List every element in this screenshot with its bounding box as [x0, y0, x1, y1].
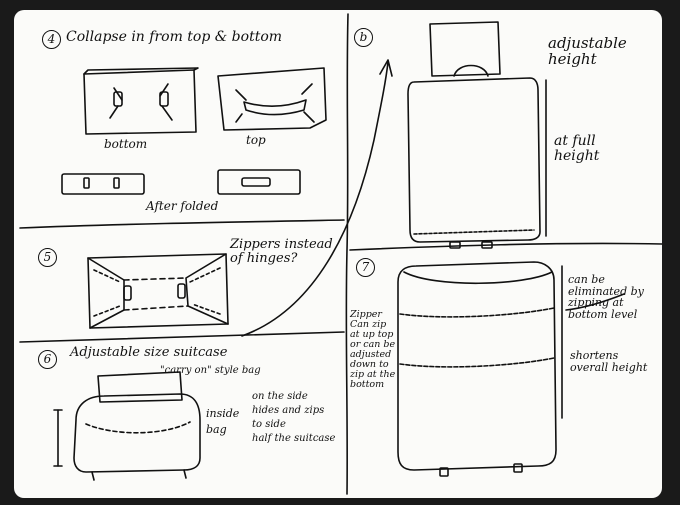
p5-note: Zippers instead of hinges? — [230, 238, 336, 265]
p4-label-bottom: bottom — [104, 138, 147, 151]
sketch-page: 4 Collapse in from top & bottom bottom t… — [14, 10, 662, 498]
p7-note-right-bottom: shortens overall height — [570, 350, 654, 373]
p6-carryon-bag — [54, 372, 200, 480]
p6-note-line3: on the side — [252, 392, 308, 403]
p6-note-line6: half the suitcase — [252, 434, 335, 445]
arrow-line — [242, 62, 388, 336]
p4-label-after: After folded — [146, 200, 218, 213]
p4-bottom-box — [84, 68, 198, 134]
p6-note-line1: inside — [206, 408, 239, 420]
divider-right — [350, 243, 662, 250]
p4-folded-left — [62, 174, 144, 194]
p6-number: 6 — [38, 350, 57, 369]
p7-top-suitcase — [408, 22, 546, 248]
p5-number: 5 — [38, 248, 57, 267]
p7-top-note-full: at full height — [554, 134, 624, 163]
p7-top-label: b — [354, 28, 373, 47]
p7-note-right-top: can be eliminated by zipping at bottom l… — [568, 274, 658, 320]
p5-zipper-box — [88, 254, 228, 328]
divider-vertical — [346, 14, 348, 494]
p7-number: 7 — [356, 258, 375, 277]
p7-note-left: Zipper Can zip at up top or can be adjus… — [350, 310, 396, 390]
p6-note-line4: hides and zips — [252, 406, 324, 417]
divider-left-2 — [20, 332, 344, 342]
p6-note-line5: to side — [252, 420, 286, 431]
sketch-drawing — [14, 10, 662, 498]
p6-note-line2: bag — [206, 424, 227, 436]
p4-folded-right — [218, 170, 300, 194]
p6-title: Adjustable size suitcase — [70, 346, 227, 360]
p4-label-top: top — [246, 134, 266, 147]
p4-number: 4 — [42, 30, 61, 49]
p7-top-note-adjustable: adjustable height — [548, 36, 638, 68]
p6-subtitle: "carry on" style bag — [160, 366, 261, 377]
divider-left-1 — [20, 220, 344, 228]
p4-title: Collapse in from top & bottom — [66, 30, 282, 45]
p4-top-box — [218, 68, 326, 130]
